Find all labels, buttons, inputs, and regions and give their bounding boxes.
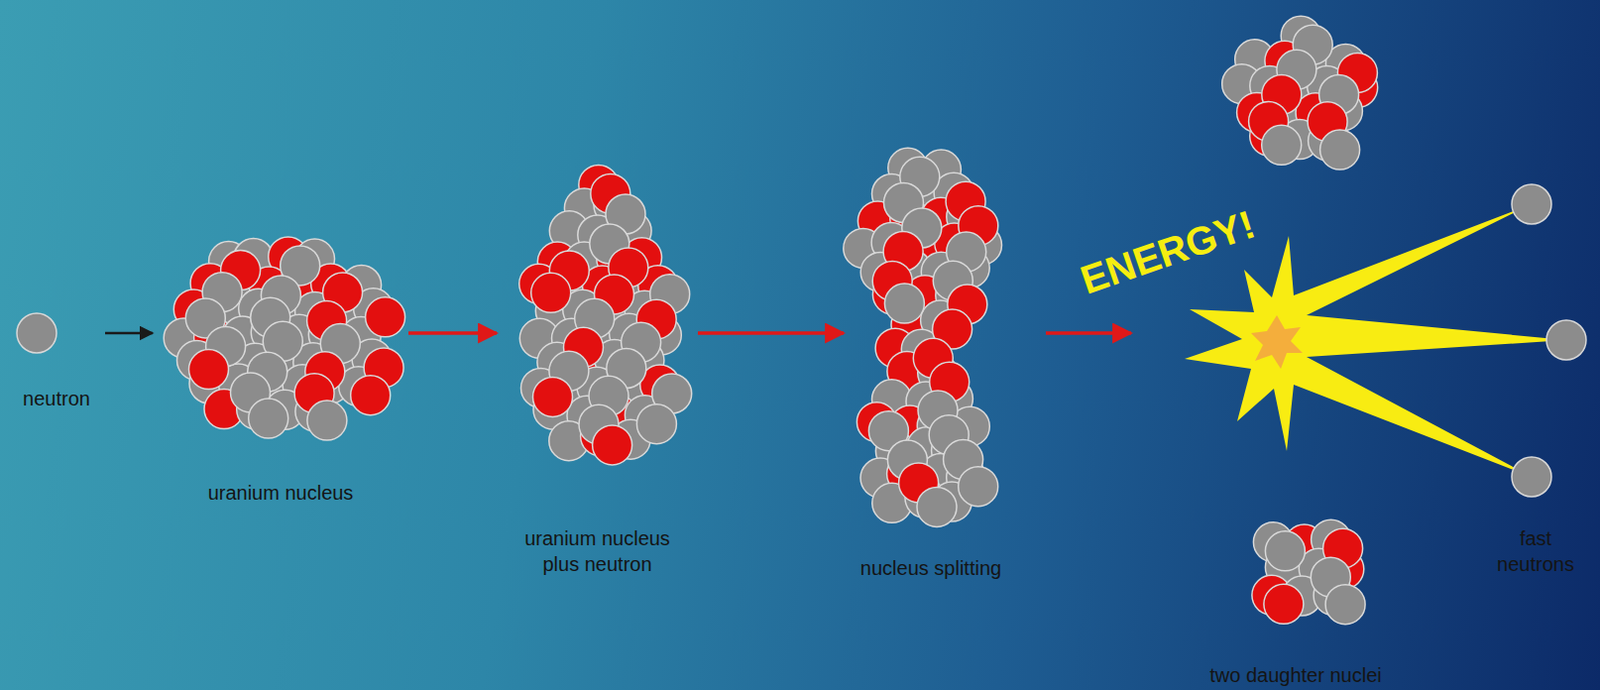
process-arrow	[697, 331, 844, 336]
stage-caption: uranium nucleus	[156, 479, 405, 506]
energy-arrow	[1045, 331, 1132, 336]
fast-neutron	[1546, 320, 1587, 360]
neutron-particle	[1320, 129, 1361, 170]
stage-caption: neutron	[11, 385, 102, 412]
daughter-nuclei-label: two daughter nuclei	[1209, 662, 1381, 688]
neutron-particle	[958, 466, 999, 507]
fast-neutron	[1511, 457, 1552, 497]
stage-group: neutron	[11, 297, 102, 412]
neutron-particle	[248, 398, 289, 439]
energy-label: ENERGY!	[1074, 202, 1260, 304]
neutron-particle	[884, 283, 924, 324]
fast-neutron	[1511, 184, 1552, 225]
neutron-particle	[636, 404, 677, 445]
proton	[592, 425, 633, 465]
proton	[531, 272, 572, 313]
stage-group: uranium nucleus plus neutron	[500, 148, 694, 577]
proton	[189, 349, 229, 390]
neutron-particle	[916, 486, 957, 527]
stage-caption: nucleus splitting	[847, 555, 1015, 581]
proton	[1263, 583, 1304, 624]
stage-group: nucleus splitting	[847, 148, 1015, 581]
energy-core	[1251, 315, 1303, 369]
neutron-ball	[16, 313, 57, 353]
neutron-particle	[307, 400, 347, 441]
fast-neutrons-label: fast neutrons	[1495, 525, 1576, 577]
stage-group: uranium nucleus	[156, 203, 405, 506]
stage-caption: uranium nucleus plus neutron	[505, 525, 689, 577]
neutron-particle	[1264, 531, 1305, 572]
proton	[365, 297, 406, 338]
process-arrow	[105, 332, 153, 336]
process-arrow	[408, 331, 497, 336]
neutron-particle	[1325, 584, 1366, 625]
neutron-particle	[1261, 124, 1302, 165]
proton	[533, 376, 573, 417]
proton	[350, 375, 391, 416]
